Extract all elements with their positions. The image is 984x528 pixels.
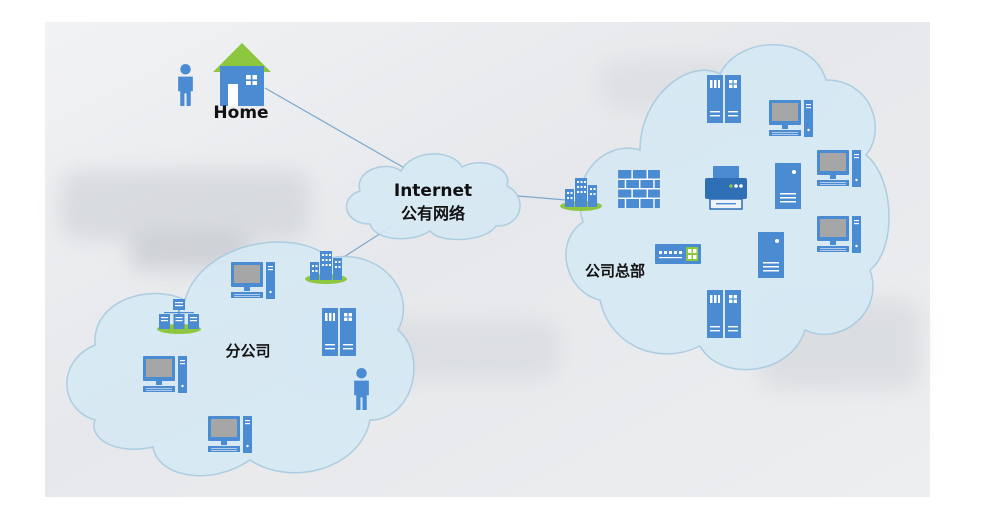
home-label: Home bbox=[213, 103, 268, 123]
monitor-icon bbox=[817, 216, 861, 253]
internet-cloud-icon bbox=[345, 153, 521, 241]
tower-server-icon bbox=[758, 232, 784, 278]
headquarters-group: 公司总部 bbox=[560, 75, 861, 338]
link-internet-headquarters bbox=[517, 195, 567, 201]
internet-label: Internet bbox=[394, 181, 472, 201]
tower-server-icon bbox=[775, 163, 801, 209]
firewall-icon bbox=[618, 170, 660, 208]
monitor-icon bbox=[143, 356, 187, 393]
branch-office-group: 分公司 bbox=[143, 251, 369, 453]
branch-office-label: 分公司 bbox=[225, 342, 270, 360]
branch-office-cloud bbox=[66, 241, 415, 477]
monitor-icon bbox=[208, 416, 252, 453]
switch-icon bbox=[655, 244, 701, 264]
monitor-icon bbox=[769, 100, 813, 137]
monitor-icon bbox=[231, 262, 275, 299]
internet-group: Internet 公有网络 bbox=[394, 181, 472, 223]
headquarters-label: 公司总部 bbox=[585, 262, 645, 280]
home-group: Home bbox=[178, 43, 271, 123]
monitor-icon bbox=[817, 150, 861, 187]
link-home-internet bbox=[264, 87, 409, 171]
public-network-label: 公有网络 bbox=[401, 204, 465, 223]
